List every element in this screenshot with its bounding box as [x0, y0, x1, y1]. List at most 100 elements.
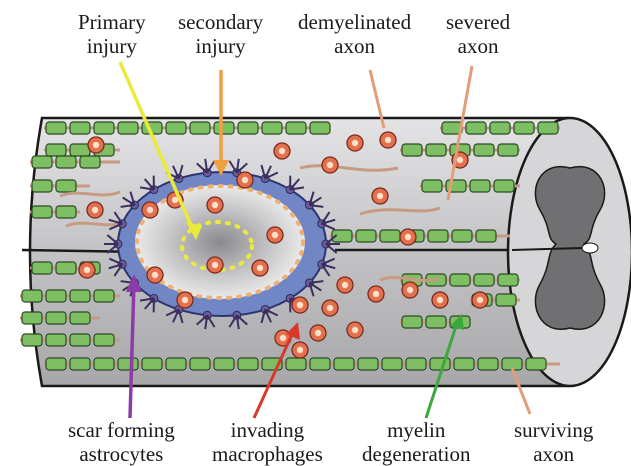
- myelin-segment: [238, 122, 258, 134]
- myelin-segment: [70, 122, 90, 134]
- myelin-segment: [426, 144, 446, 156]
- myelin-segment: [70, 358, 90, 370]
- myelin-segment: [94, 358, 114, 370]
- macrophage: [274, 143, 290, 159]
- myelin-segment: [380, 230, 400, 242]
- myelin-segment: [46, 122, 66, 134]
- myelin-segment: [46, 290, 66, 302]
- macrophage: [237, 172, 253, 188]
- myelin-segment: [406, 358, 426, 370]
- myelin-segment: [538, 122, 558, 134]
- myelin-segment: [214, 358, 234, 370]
- myelin-segment: [118, 358, 138, 370]
- macrophage: [368, 286, 384, 302]
- myelin-segment: [22, 312, 42, 324]
- macrophage: [292, 342, 308, 358]
- myelin-segment: [286, 122, 306, 134]
- label-secondary-injury: secondary injury: [178, 10, 263, 58]
- myelin-segment: [32, 262, 52, 274]
- myelin-segment: [478, 358, 498, 370]
- myelin-segment: [46, 144, 66, 156]
- myelin-segment: [46, 358, 66, 370]
- myelin-segment: [190, 358, 210, 370]
- macrophage: [207, 257, 223, 273]
- myelin-segment: [286, 358, 306, 370]
- macrophage: [310, 325, 326, 341]
- myelin-segment: [56, 206, 76, 218]
- myelin-segment: [496, 294, 516, 306]
- myelin-segment: [310, 122, 330, 134]
- macrophage: [267, 227, 283, 243]
- label-demyelinated-axon: demyelinated axon: [298, 10, 411, 58]
- myelin-segment: [32, 180, 52, 192]
- myelin-segment: [426, 316, 446, 328]
- macrophage: [347, 135, 363, 151]
- myelin-segment: [262, 122, 282, 134]
- myelin-segment: [94, 334, 114, 346]
- macrophage: [400, 229, 416, 245]
- label-severed-axon: severed axon: [446, 10, 510, 58]
- myelin-segment: [70, 144, 90, 156]
- myelin-segment: [402, 144, 422, 156]
- myelin-segment: [514, 122, 534, 134]
- myelin-segment: [422, 180, 442, 192]
- myelin-segment: [22, 290, 42, 302]
- label-scar-forming-astrocytes: scar forming astrocytes: [68, 418, 175, 466]
- myelin-segment: [334, 358, 354, 370]
- myelin-segment: [70, 334, 90, 346]
- myelin-segment: [214, 122, 234, 134]
- macrophage: [322, 300, 338, 316]
- myelin-segment: [56, 156, 76, 168]
- myelin-segment: [94, 122, 114, 134]
- myelin-segment: [476, 230, 496, 242]
- macrophage: [177, 292, 193, 308]
- myelin-segment: [490, 122, 510, 134]
- myelin-segment: [358, 358, 378, 370]
- myelin-segment: [402, 316, 422, 328]
- myelin-segment: [498, 274, 518, 286]
- macrophage: [380, 132, 396, 148]
- macrophage: [79, 262, 95, 278]
- myelin-segment: [526, 358, 546, 370]
- myelin-segment: [498, 144, 518, 156]
- myelin-segment: [494, 180, 514, 192]
- macrophage: [142, 202, 158, 218]
- myelin-segment: [470, 180, 490, 192]
- myelin-segment: [238, 358, 258, 370]
- myelin-segment: [94, 290, 114, 302]
- myelin-segment: [382, 358, 402, 370]
- macrophage: [402, 282, 418, 298]
- myelin-segment: [118, 122, 138, 134]
- central-canal: [582, 243, 598, 253]
- label-myelin-degeneration: myelin degeneration: [362, 418, 470, 466]
- myelin-segment: [474, 274, 494, 286]
- myelin-segment: [466, 122, 486, 134]
- myelin-segment: [450, 274, 470, 286]
- macrophage: [322, 157, 338, 173]
- macrophage: [87, 202, 103, 218]
- myelin-segment: [56, 262, 76, 274]
- macrophage: [432, 292, 448, 308]
- macrophage: [337, 277, 353, 293]
- macrophage: [88, 137, 104, 153]
- myelin-segment: [32, 156, 52, 168]
- myelin-segment: [22, 334, 42, 346]
- myelin-segment: [142, 358, 162, 370]
- myelin-segment: [46, 334, 66, 346]
- myelin-segment: [428, 230, 448, 242]
- myelin-segment: [454, 358, 474, 370]
- myelin-segment: [80, 156, 100, 168]
- macrophage: [252, 260, 268, 276]
- myelin-segment: [32, 206, 52, 218]
- label-primary-injury: Primary injury: [78, 10, 146, 58]
- macrophage: [347, 322, 363, 338]
- myelin-segment: [46, 312, 66, 324]
- label-surviving-axon: surviving axon: [514, 418, 593, 466]
- myelin-segment: [474, 144, 494, 156]
- macrophage: [292, 297, 308, 313]
- macrophage: [147, 267, 163, 283]
- myelin-segment: [190, 122, 210, 134]
- macrophage: [207, 197, 223, 213]
- myelin-segment: [452, 230, 472, 242]
